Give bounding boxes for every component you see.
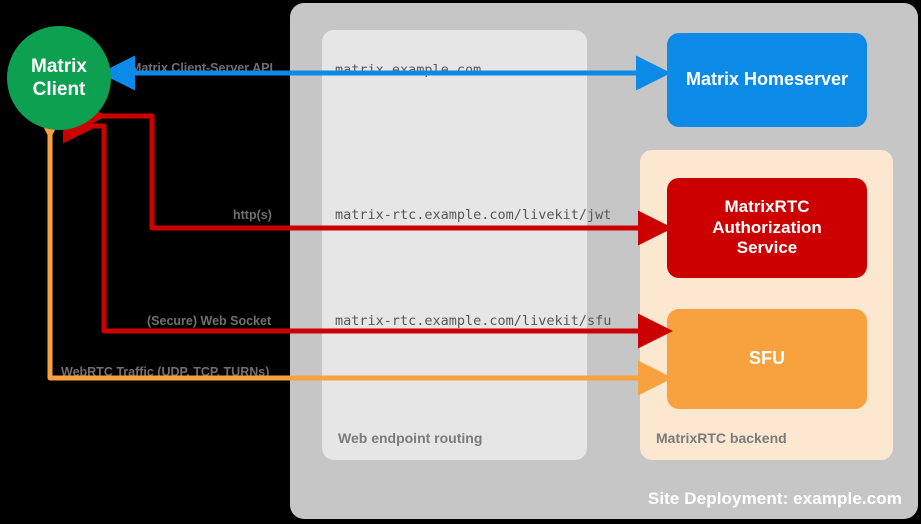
site-deployment-label: Site Deployment: example.com bbox=[647, 489, 902, 508]
matrixrtc-backend-label: MatrixRTC backend bbox=[656, 430, 787, 446]
auth-service-label-line3: Service bbox=[736, 238, 798, 258]
sfu-label: SFU bbox=[749, 348, 785, 369]
connection-label-client-server-api: Matrix Client-Server API bbox=[131, 61, 273, 75]
auth-service-label-line2: Authorization bbox=[712, 217, 822, 237]
endpoint-url-livekit-jwt: matrix-rtc.example.com/livekit/jwt bbox=[335, 207, 612, 223]
connection-label-https: http(s) bbox=[233, 208, 272, 222]
web-endpoint-routing-label: Web endpoint routing bbox=[338, 430, 483, 446]
endpoint-url-livekit-sfu: matrix-rtc.example.com/livekit/sfu bbox=[335, 313, 612, 329]
auth-service-label-line1: MatrixRTC bbox=[724, 196, 810, 216]
matrix-homeserver-label: Matrix Homeserver bbox=[685, 69, 849, 90]
node-matrix-client[interactable]: Matrix Client bbox=[7, 26, 111, 130]
endpoint-url-matrix: matrix.example.com bbox=[335, 62, 482, 78]
node-sfu[interactable]: SFU bbox=[667, 309, 867, 409]
matrix-client-label-line1: Matrix bbox=[31, 55, 87, 77]
connection-label-websocket: (Secure) Web Socket bbox=[147, 314, 272, 328]
web-endpoint-routing-container: Web endpoint routing bbox=[322, 30, 587, 460]
matrix-client-label-line2: Client bbox=[32, 79, 86, 100]
node-matrixrtc-authorization-service[interactable]: MatrixRTC Authorization Service bbox=[667, 178, 867, 278]
node-matrix-homeserver[interactable]: Matrix Homeserver bbox=[667, 33, 867, 127]
connection-label-webrtc: WebRTC Traffic (UDP, TCP, TURNs) bbox=[61, 365, 270, 379]
